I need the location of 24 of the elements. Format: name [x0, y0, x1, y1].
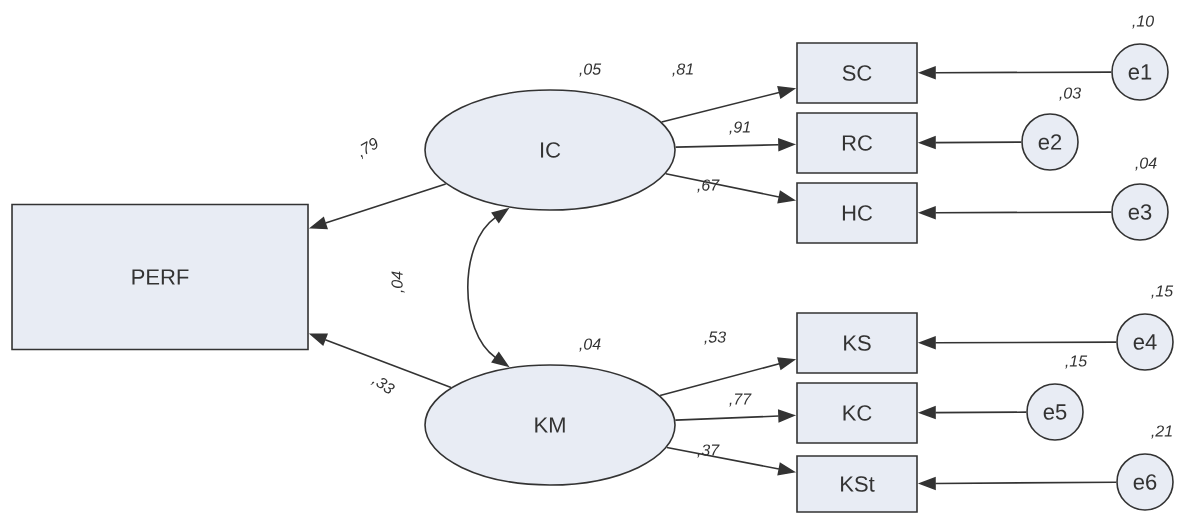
variable-box: KC [796, 382, 918, 444]
coefficient-label: ,77 [729, 393, 752, 407]
variable-box: KSt [796, 455, 918, 513]
coefficient-label: ,37 [697, 444, 720, 458]
coefficient-label: ,33 [370, 378, 395, 394]
variance-label: ,15 [1151, 285, 1174, 299]
coefficient-label: ,53 [704, 331, 726, 345]
variance-label: ,03 [1059, 87, 1081, 101]
variable-box: RC [796, 112, 918, 174]
coefficient-label: ,79 [360, 138, 378, 160]
coefficient-label: ,67 [697, 179, 720, 193]
variable-box: PERF [11, 203, 309, 351]
variable-box: HC [796, 182, 918, 244]
coefficient-label: ,04 [391, 271, 405, 293]
coefficient-label: ,81 [672, 63, 693, 77]
variable-box: SC [796, 42, 918, 104]
variance-label: ,05 [579, 63, 602, 77]
coefficient-label: ,91 [729, 121, 750, 135]
variance-label: ,04 [579, 338, 601, 352]
variance-label: ,04 [1135, 157, 1157, 171]
variance-label: ,15 [1065, 355, 1088, 369]
variance-label: ,21 [1151, 425, 1172, 439]
variance-label: ,10 [1132, 15, 1154, 29]
variable-box: KS [796, 312, 918, 374]
